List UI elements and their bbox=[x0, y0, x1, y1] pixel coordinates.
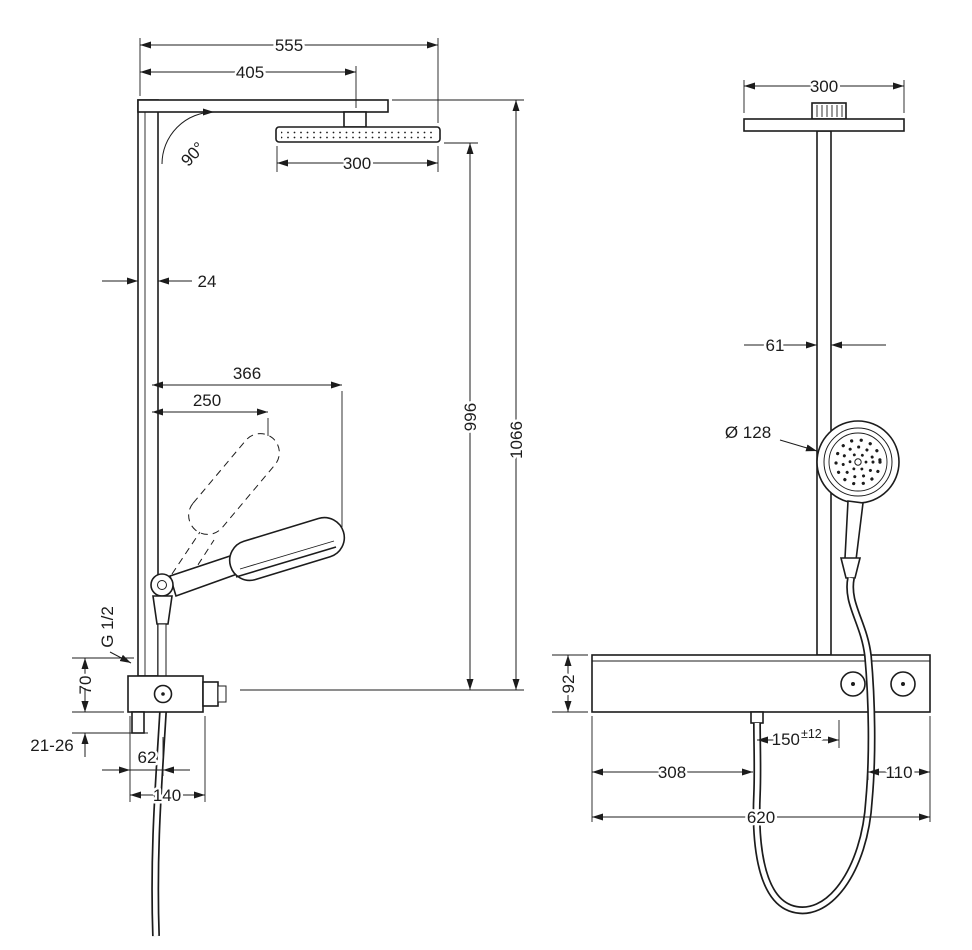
supply-stub bbox=[131, 711, 145, 734]
hand-shower-handle-front bbox=[844, 500, 864, 561]
hand-shower-ring bbox=[828, 432, 888, 492]
hand-shower-raised-outline bbox=[188, 433, 280, 535]
dim-label-24: 24 bbox=[198, 272, 217, 291]
left-view: 555 405 90° 300 24 366 250 bbox=[28, 34, 529, 937]
hand-shower-head-side bbox=[228, 516, 346, 582]
head-connector bbox=[343, 111, 367, 128]
dim-label-300-left: 300 bbox=[343, 154, 371, 173]
nozzle-ring bbox=[841, 445, 875, 479]
hose-stem bbox=[157, 623, 167, 677]
hose-outlet-fitting bbox=[750, 711, 764, 724]
dim-label-996: 996 bbox=[461, 403, 480, 431]
dim-label-150-tolerance: ±12 bbox=[801, 727, 822, 741]
thread-label: G 1/2 bbox=[98, 606, 117, 648]
left-view-shower-body bbox=[127, 99, 441, 937]
dim-label-150: 150 bbox=[772, 730, 800, 749]
dim-label-62: 62 bbox=[138, 748, 157, 767]
dim-label-140: 140 bbox=[153, 786, 181, 805]
holder-pivot-center bbox=[157, 580, 167, 590]
dim-label-308: 308 bbox=[658, 763, 686, 782]
hand-shower-raised-handle-line bbox=[171, 531, 201, 575]
hose-nut-front bbox=[839, 557, 862, 579]
right-view-dimensions: 300 61 Ø 128 92 150 ±12 308 bbox=[552, 75, 931, 830]
diameter-leader-arrow bbox=[779, 439, 818, 452]
control-knob-dot bbox=[901, 682, 905, 686]
valve-knob-cap bbox=[217, 685, 227, 703]
angle-arc bbox=[161, 108, 215, 165]
dim-label-diameter-128: Ø 128 bbox=[725, 423, 771, 442]
left-view-dimensions: 555 405 90° 300 24 366 250 bbox=[28, 34, 529, 808]
dim-label-300-right: 300 bbox=[810, 77, 838, 96]
right-view: 300 61 Ø 128 92 150 ±12 308 bbox=[552, 75, 931, 915]
nozzle-center bbox=[854, 458, 862, 466]
dim-label-250: 250 bbox=[193, 391, 221, 410]
hand-shower-ring bbox=[823, 427, 893, 497]
dim-label-555: 555 bbox=[275, 36, 303, 55]
dim-label-366: 366 bbox=[233, 364, 261, 383]
right-view-shower-body bbox=[591, 102, 931, 915]
valve-outlet-dot bbox=[161, 692, 165, 696]
dim-label-1066: 1066 bbox=[507, 421, 526, 459]
hand-shower-face-line bbox=[235, 546, 337, 578]
hand-shower-face-line bbox=[239, 540, 335, 570]
hose-nut-cone bbox=[152, 595, 173, 625]
hand-shower-hose-inner bbox=[152, 711, 166, 937]
dim-label-620: 620 bbox=[747, 808, 775, 827]
spray-face-texture bbox=[281, 129, 435, 140]
shower-arm bbox=[137, 99, 389, 113]
shower-hose-inner bbox=[754, 577, 874, 913]
nozzle-ring bbox=[848, 452, 868, 472]
dim-label-405: 405 bbox=[236, 63, 264, 82]
nozzle-ring bbox=[834, 438, 882, 486]
overhead-shower-front bbox=[743, 118, 905, 132]
thread-leader-arrow bbox=[109, 651, 132, 664]
control-knob-dot bbox=[851, 682, 855, 686]
shelf-body bbox=[591, 654, 931, 713]
dim-label-21-26: 21-26 bbox=[30, 736, 73, 755]
hand-shower-raised-handle-line bbox=[184, 539, 215, 586]
dim-label-70: 70 bbox=[76, 676, 95, 695]
shower-pipe bbox=[816, 130, 832, 656]
dim-label-61: 61 bbox=[766, 336, 785, 355]
dim-label-110: 110 bbox=[885, 763, 912, 782]
angle-label: 90° bbox=[177, 138, 208, 170]
valve-knob bbox=[202, 681, 219, 707]
dim-label-92: 92 bbox=[559, 675, 578, 694]
